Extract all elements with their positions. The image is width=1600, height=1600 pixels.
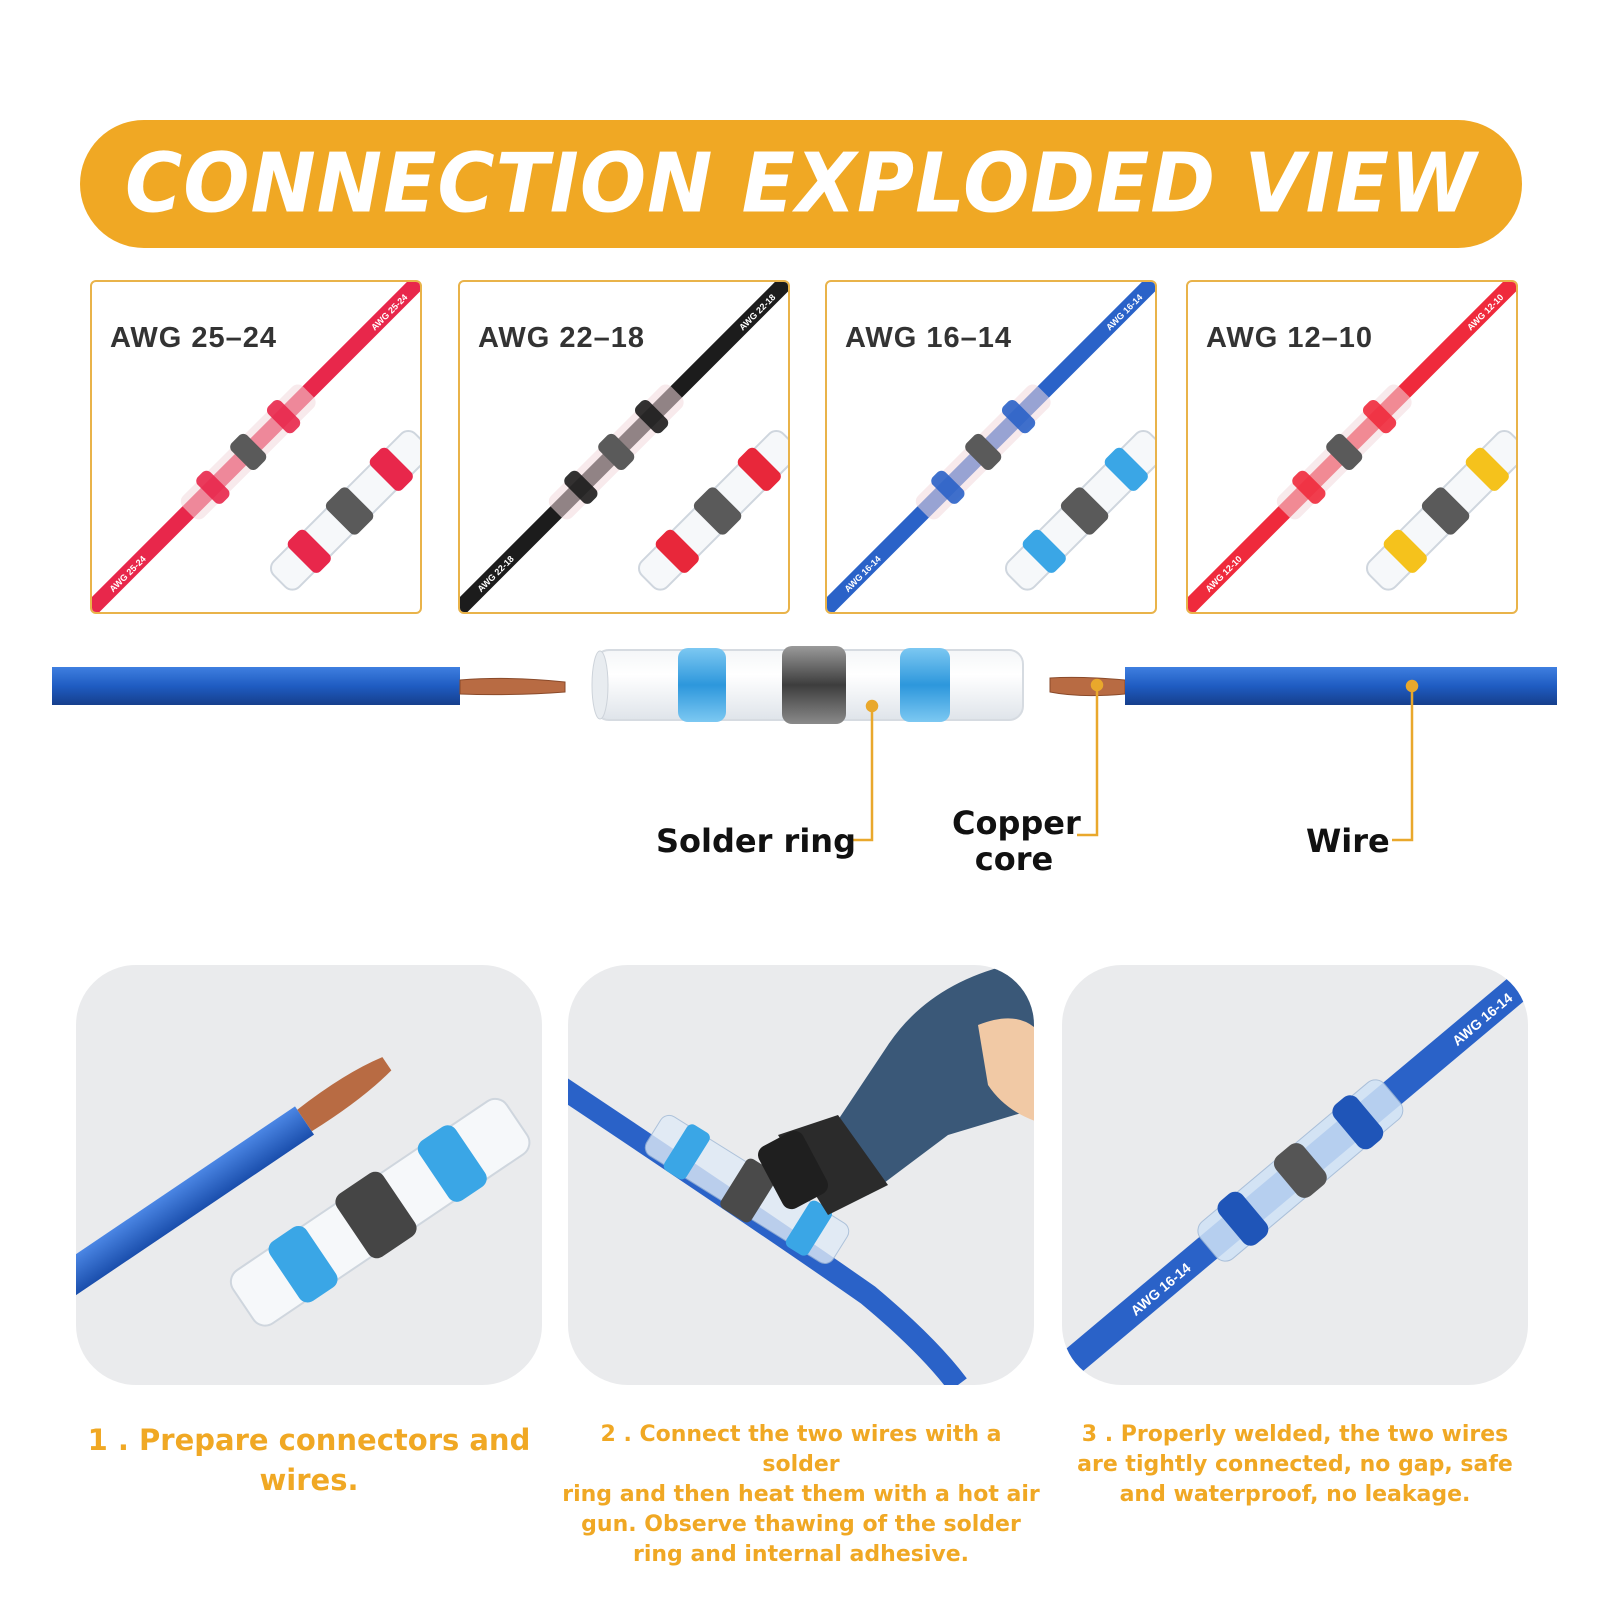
- gauge-3-label: AWG 16–14: [845, 322, 1012, 354]
- callout-wire: Wire: [1306, 822, 1390, 860]
- gauge-wire-text: AWG 12-10: [1465, 292, 1505, 332]
- leader-lines: [852, 678, 1419, 842]
- step-3-caption: 3 . Properly welded, the two wires are t…: [1062, 1420, 1528, 1510]
- step-2-caption-line: ring and internal adhesive.: [632, 1542, 969, 1567]
- gauge-2-label: AWG 22–18: [478, 322, 645, 354]
- callout-copper-core: Copper core: [952, 804, 1081, 878]
- step-2-caption-line: gun. Observe thawing of the solder: [581, 1512, 1021, 1537]
- left-solder-ring: [678, 648, 726, 722]
- gauge-wire-text: AWG 22-18: [476, 554, 516, 594]
- step-3-caption-line: are tightly connected, no gap, safe: [1077, 1452, 1513, 1477]
- connector-tube: [591, 646, 1024, 724]
- callout-copper-core-line1: Copper: [952, 804, 1081, 842]
- callout-copper-core-line2: core: [974, 840, 1054, 878]
- gauge-1-label: AWG 25–24: [110, 322, 277, 354]
- step-1-caption-line: wires.: [259, 1463, 359, 1497]
- step-2-panel: [568, 965, 1034, 1385]
- gauge-wire-text: AWG 16-14: [1104, 292, 1144, 332]
- banner-title: CONNECTION EXPLODED VIEW: [124, 136, 1478, 232]
- heat-gun: [758, 965, 1034, 1215]
- title-banner: CONNECTION EXPLODED VIEW: [80, 120, 1522, 248]
- step-1-caption-line: 1 . Prepare connectors and: [87, 1423, 531, 1457]
- left-wire: [52, 667, 460, 705]
- welded-wire-image: AWG 16-14 AWG 16-14: [1062, 965, 1528, 1385]
- gauge-wire-text: AWG 25-24: [369, 292, 409, 332]
- center-solder-ring: [782, 646, 846, 724]
- step-2-caption-line: ring and then heat them with a hot air: [562, 1482, 1040, 1507]
- step-3-caption-line: and waterproof, no leakage.: [1119, 1482, 1471, 1507]
- gauge-wire-text: AWG 12-10: [1204, 554, 1244, 594]
- left-copper-core: [459, 677, 566, 696]
- step-1-panel: [76, 965, 542, 1385]
- step-3-caption-line: 3 . Properly welded, the two wires: [1081, 1422, 1509, 1447]
- step-3-panel: AWG 16-14 AWG 16-14: [1062, 965, 1528, 1385]
- step-2-caption-line: 2 . Connect the two wires with a solder: [600, 1422, 1002, 1477]
- callout-solder-ring: Solder ring: [656, 822, 856, 860]
- right-wire: [1125, 667, 1557, 705]
- gauge-wire-text: AWG 25-24: [108, 554, 148, 594]
- gauge-wire-text: AWG 22-18: [737, 292, 777, 332]
- gauge-wire-text: AWG 16-14: [843, 554, 883, 594]
- gauge-4-label: AWG 12–10: [1206, 322, 1373, 354]
- step-1-caption: 1 . Prepare connectors and wires.: [76, 1420, 542, 1500]
- step-2-caption: 2 . Connect the two wires with a solder …: [560, 1420, 1042, 1570]
- right-copper-core: [1049, 676, 1126, 697]
- wire-and-connector-image: [76, 1057, 531, 1336]
- exploded-diagram: [52, 646, 1557, 842]
- heat-gun-image: [568, 965, 1034, 1385]
- right-solder-ring: [900, 648, 950, 722]
